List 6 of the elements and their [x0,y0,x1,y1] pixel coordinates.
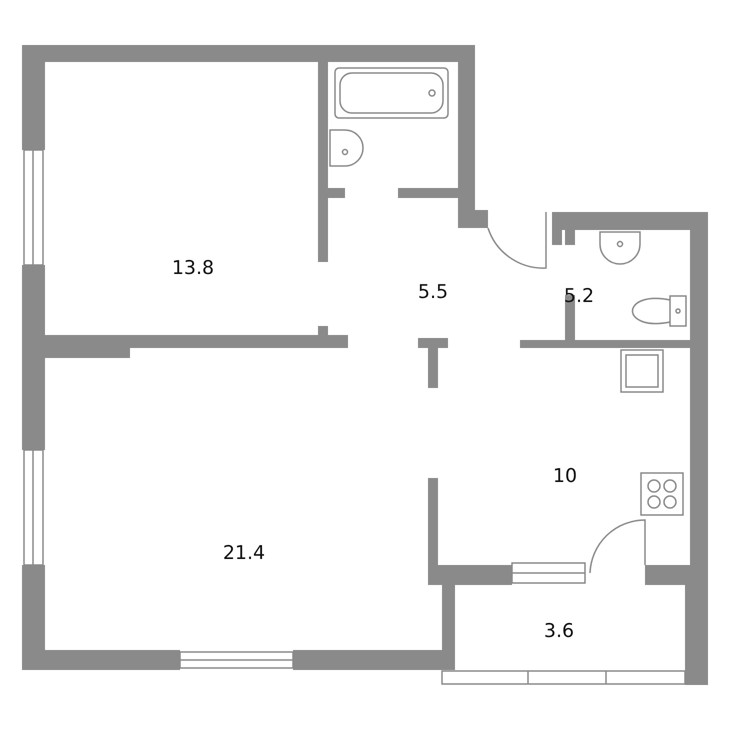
room-area-label: 10 [552,465,578,487]
room-area-label: 13.8 [172,257,214,279]
room-area-label: 3.6 [544,620,574,642]
room-area-label: 5.2 [564,285,594,307]
room-area-label: 5.5 [418,281,448,303]
room-area-label: 21.4 [222,542,266,564]
